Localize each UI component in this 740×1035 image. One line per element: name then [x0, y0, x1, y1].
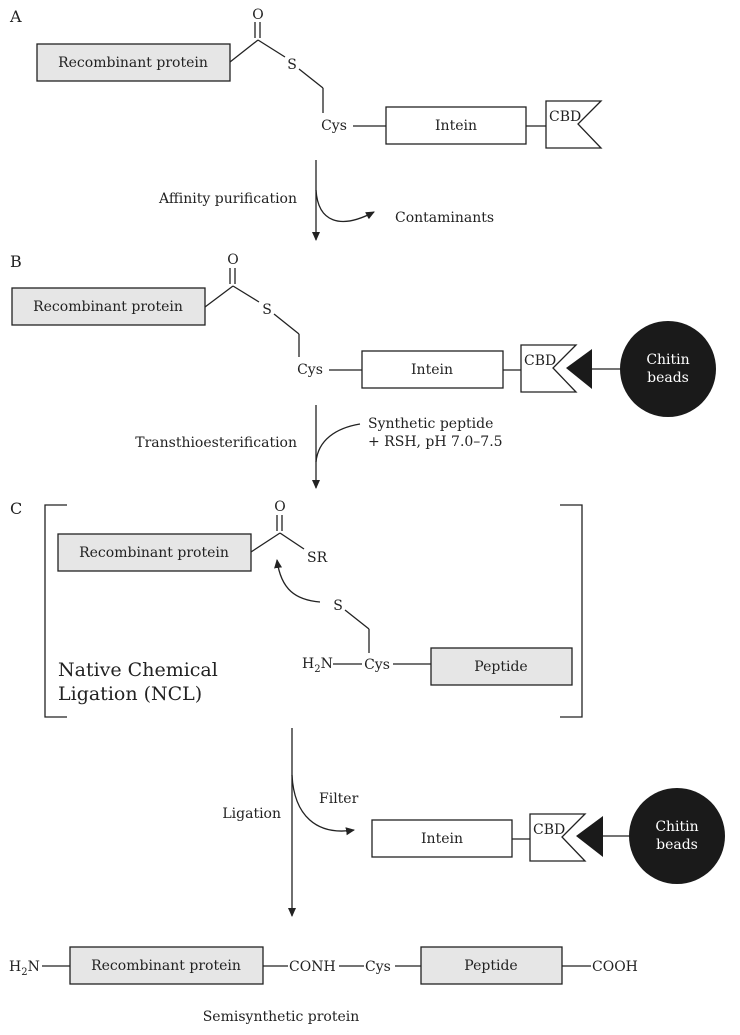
intein-box-a	[385, 106, 527, 145]
peptide-box-c	[430, 647, 573, 686]
cys-label-a: Cys	[321, 118, 347, 134]
oxygen-label-a: O	[252, 7, 263, 23]
recombinant-protein-label-b: Recombinant protein	[33, 299, 183, 315]
h2n-n-c: N	[321, 656, 333, 672]
cbd-label-a: CBD	[549, 109, 581, 125]
semisynthetic-protein-label: Semisynthetic protein	[203, 1009, 360, 1025]
recombinant-protein-box-a	[36, 43, 231, 82]
chitin-label-b-1: Chitin	[646, 352, 689, 368]
cbd-shape-a	[545, 100, 603, 149]
cys-label-product: Cys	[365, 959, 391, 975]
arrow-contaminants	[315, 189, 375, 222]
section-a-label: A	[9, 7, 22, 26]
bond-sulfur-ch2-b	[273, 313, 300, 335]
h2n-h-c: H	[302, 656, 314, 672]
ncl-label-2: Ligation (NCL)	[58, 683, 202, 705]
cbd-label-filtered: CBD	[533, 822, 565, 838]
bond-carbonyl-sulfur-a	[257, 39, 286, 58]
bond-sulfur-ch2-c	[344, 609, 370, 630]
recombinant-protein-label-a: Recombinant protein	[58, 55, 208, 71]
chitin-label-b-2: beads	[647, 370, 689, 386]
chitin-label-filtered-1: Chitin	[655, 819, 698, 835]
h2n-label-c: H2N	[302, 656, 333, 675]
recombinant-protein-box-product	[69, 946, 264, 985]
intein-label-filtered: Intein	[421, 831, 463, 847]
h2n-sub-product: 2	[21, 967, 27, 978]
intein-label-a: Intein	[435, 118, 477, 134]
bracket-left	[44, 504, 67, 718]
arrow-filter	[291, 774, 355, 836]
intein-box-b	[361, 350, 504, 389]
cbd-label-b: CBD	[524, 353, 556, 369]
bond-carbonyl-sr-c	[279, 532, 305, 550]
nucleophilic-attack-arrow	[274, 559, 321, 603]
affinity-purification-label: Affinity purification	[158, 191, 297, 207]
chitin-beads-b	[620, 321, 716, 417]
cbd-shape-b	[520, 344, 578, 393]
bond-carbonyl-sulfur-b	[232, 285, 260, 303]
sulfur-label-a: S	[287, 57, 297, 73]
peptide-label-product: Peptide	[464, 958, 517, 974]
filter-label: Filter	[319, 791, 359, 807]
arrow-peptide-in	[315, 423, 361, 463]
chitin-beads-filtered	[629, 788, 725, 884]
section-c-label: C	[10, 499, 22, 518]
transthioesterification-label: Transthioesterification	[135, 435, 297, 451]
recombinant-protein-box-c	[57, 533, 252, 572]
cooh-label: COOH	[592, 959, 638, 975]
h2n-sub-c: 2	[314, 664, 320, 675]
conh-label: CONH	[289, 959, 336, 975]
bond-protein-carbonyl-a	[229, 39, 259, 63]
oxygen-label-c: O	[274, 499, 285, 515]
synthetic-peptide-label-1: Synthetic peptide	[368, 416, 493, 432]
recombinant-protein-box-b	[11, 287, 206, 326]
oxygen-label-b: O	[227, 252, 238, 268]
cys-label-b: Cys	[297, 362, 323, 378]
cbd-shape-filtered	[529, 813, 587, 862]
sr-label: SR	[307, 550, 328, 566]
ligation-label: Ligation	[222, 806, 281, 822]
section-b-label: B	[10, 252, 22, 271]
h2n-label-product: H2N	[9, 959, 40, 978]
bond-protein-carbonyl-b	[204, 285, 234, 308]
contaminants-label: Contaminants	[395, 210, 494, 226]
recombinant-protein-label-product: Recombinant protein	[91, 958, 241, 974]
sulfur-label-c: S	[333, 598, 343, 614]
synthetic-peptide-label-2: + RSH, pH 7.0–7.5	[368, 434, 503, 450]
peptide-label-c: Peptide	[474, 659, 527, 675]
recombinant-protein-label-c: Recombinant protein	[79, 545, 229, 561]
intein-label-b: Intein	[411, 362, 453, 378]
h2n-n-product: N	[28, 959, 40, 975]
bracket-right	[560, 504, 583, 718]
bond-sulfur-ch2-a	[298, 68, 324, 89]
ncl-label-1: Native Chemical	[58, 659, 218, 681]
peptide-box-product	[420, 946, 563, 985]
chitin-binding-wedge-b	[566, 349, 592, 389]
sulfur-label-b: S	[262, 302, 272, 318]
chitin-label-filtered-2: beads	[656, 837, 698, 853]
intein-box-filtered	[371, 819, 513, 858]
h2n-h-product: H	[9, 959, 21, 975]
cys-label-c: Cys	[364, 657, 390, 673]
chitin-binding-wedge-filtered	[576, 816, 603, 857]
bond-protein-carbonyl-c	[250, 532, 281, 553]
